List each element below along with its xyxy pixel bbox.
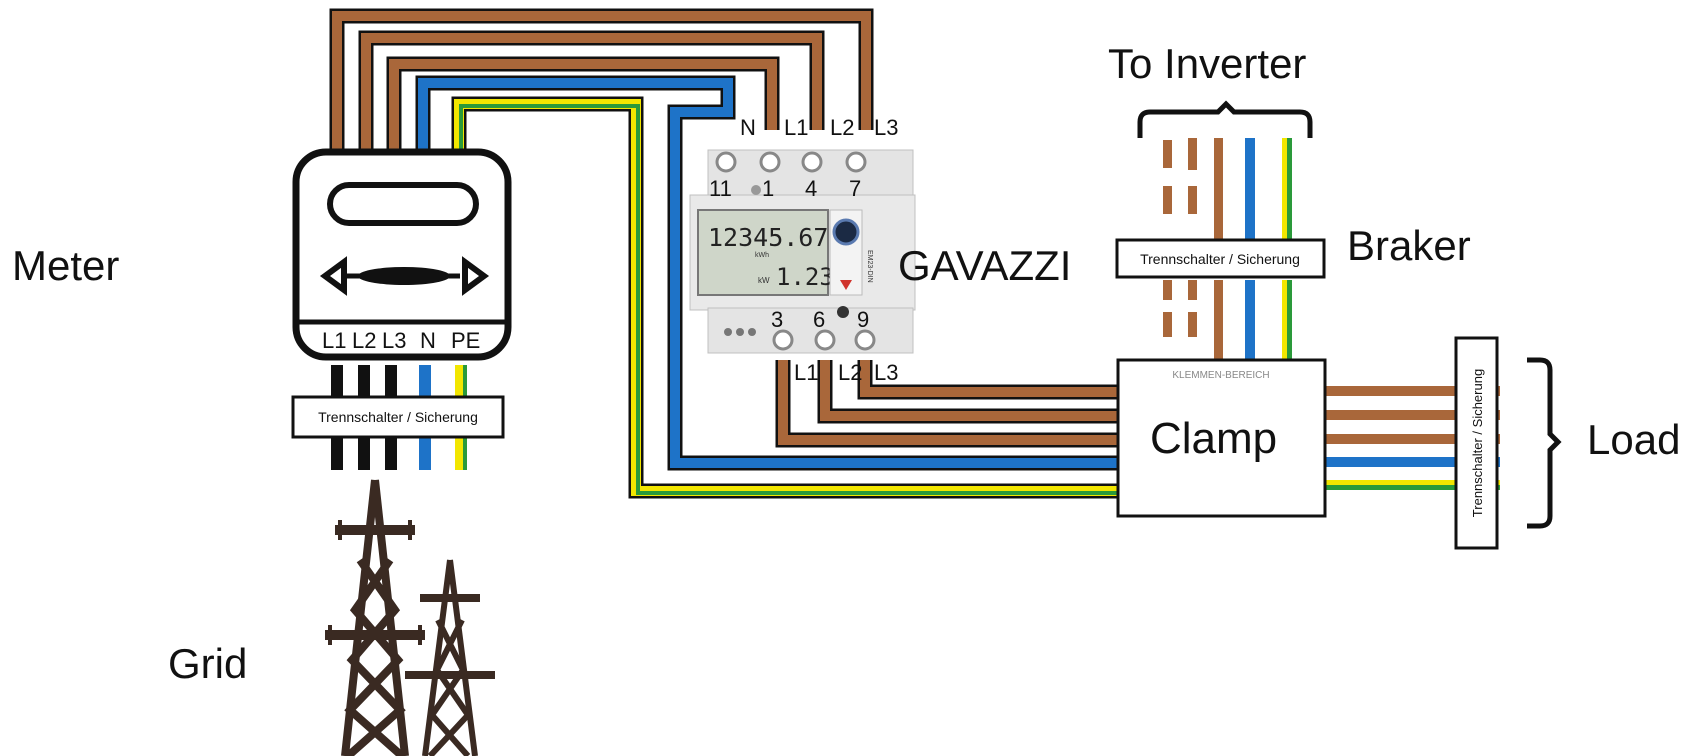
gavazzi-top-n: N xyxy=(740,115,756,140)
meter-terminal-n: N xyxy=(420,328,436,353)
meter-breaker-label: Trennschalter / Sicherung xyxy=(318,409,478,425)
inverter-wires xyxy=(1163,138,1292,360)
gavazzi-num-3: 3 xyxy=(771,307,783,332)
grid-label: Grid xyxy=(168,640,248,687)
pylon-large-icon xyxy=(325,479,425,756)
load-label: Load xyxy=(1587,416,1681,463)
meter-terminal-l3: L3 xyxy=(382,328,406,353)
gavazzi-meter: 12345.67 kWh kW 1.23 EM23-DIN xyxy=(689,149,916,354)
gavazzi-to-clamp-wires xyxy=(775,360,1118,448)
load-breaker-label: Trennschalter / Sicherung xyxy=(1470,369,1485,517)
meter-terminal-l1: L1 xyxy=(322,328,346,353)
gavazzi-model: EM23-DIN xyxy=(866,250,873,283)
meter-terminal-l2: L2 xyxy=(352,328,376,353)
meter-terminal-labels: L1 L2 L3 N PE xyxy=(322,328,480,353)
gavazzi-top-l3: L3 xyxy=(874,115,898,140)
gavazzi-num-4: 4 xyxy=(805,176,817,201)
gavazzi-selector-knob xyxy=(832,218,860,246)
gavazzi-bottom-l3: L3 xyxy=(874,360,898,385)
gavazzi-power-reading: 1.23 xyxy=(776,263,834,291)
meter xyxy=(292,148,512,361)
gavazzi-bottom-l2: L2 xyxy=(838,360,862,385)
gavazzi-power-unit: kW xyxy=(758,276,770,285)
gavazzi-num-11: 11 xyxy=(709,176,732,201)
load-breaker: Trennschalter / Sicherung xyxy=(1454,336,1499,550)
gavazzi-terminal-labels: N L1 L2 L3 11 1 4 7 3 6 9 L1 L2 L3 xyxy=(709,115,898,385)
clamp-header: KLEMMEN-BEREICH xyxy=(1172,370,1269,381)
wire-l1-gavazzi-clamp xyxy=(775,360,1118,448)
clamp-label: Clamp xyxy=(1150,414,1278,463)
gavazzi-label: GAVAZZI xyxy=(898,242,1072,289)
inverter-brace xyxy=(1137,100,1313,138)
gavazzi-num-9: 9 xyxy=(857,307,869,332)
inverter-breaker-label: Trennschalter / Sicherung xyxy=(1140,251,1300,267)
gavazzi-num-1: 1 xyxy=(762,176,774,201)
clamp-box: KLEMMEN-BEREICH xyxy=(1116,358,1327,518)
meter-terminal-pe: PE xyxy=(451,328,480,353)
gavazzi-bottom-l1: L1 xyxy=(794,360,818,385)
gavazzi-num-7: 7 xyxy=(849,176,861,201)
gavazzi-num-6: 6 xyxy=(813,307,825,332)
meter-to-gavazzi-wires xyxy=(329,8,1120,499)
gavazzi-top-l1: L1 xyxy=(784,115,808,140)
meter-breaker: Trennschalter / Sicherung xyxy=(291,395,505,439)
to-inverter-label: To Inverter xyxy=(1108,40,1307,87)
braker-label: Braker xyxy=(1347,222,1471,269)
gavazzi-energy-reading: 12345.67 xyxy=(708,223,828,252)
load-brace xyxy=(1527,357,1562,529)
gavazzi-top-l2: L2 xyxy=(830,115,854,140)
gavazzi-energy-unit: kWh xyxy=(755,252,769,259)
pylon-small-icon xyxy=(405,559,495,756)
gavazzi-lcd xyxy=(697,209,829,296)
inverter-breaker: Trennschalter / Sicherung xyxy=(1115,238,1326,279)
meter-label: Meter xyxy=(12,242,120,289)
